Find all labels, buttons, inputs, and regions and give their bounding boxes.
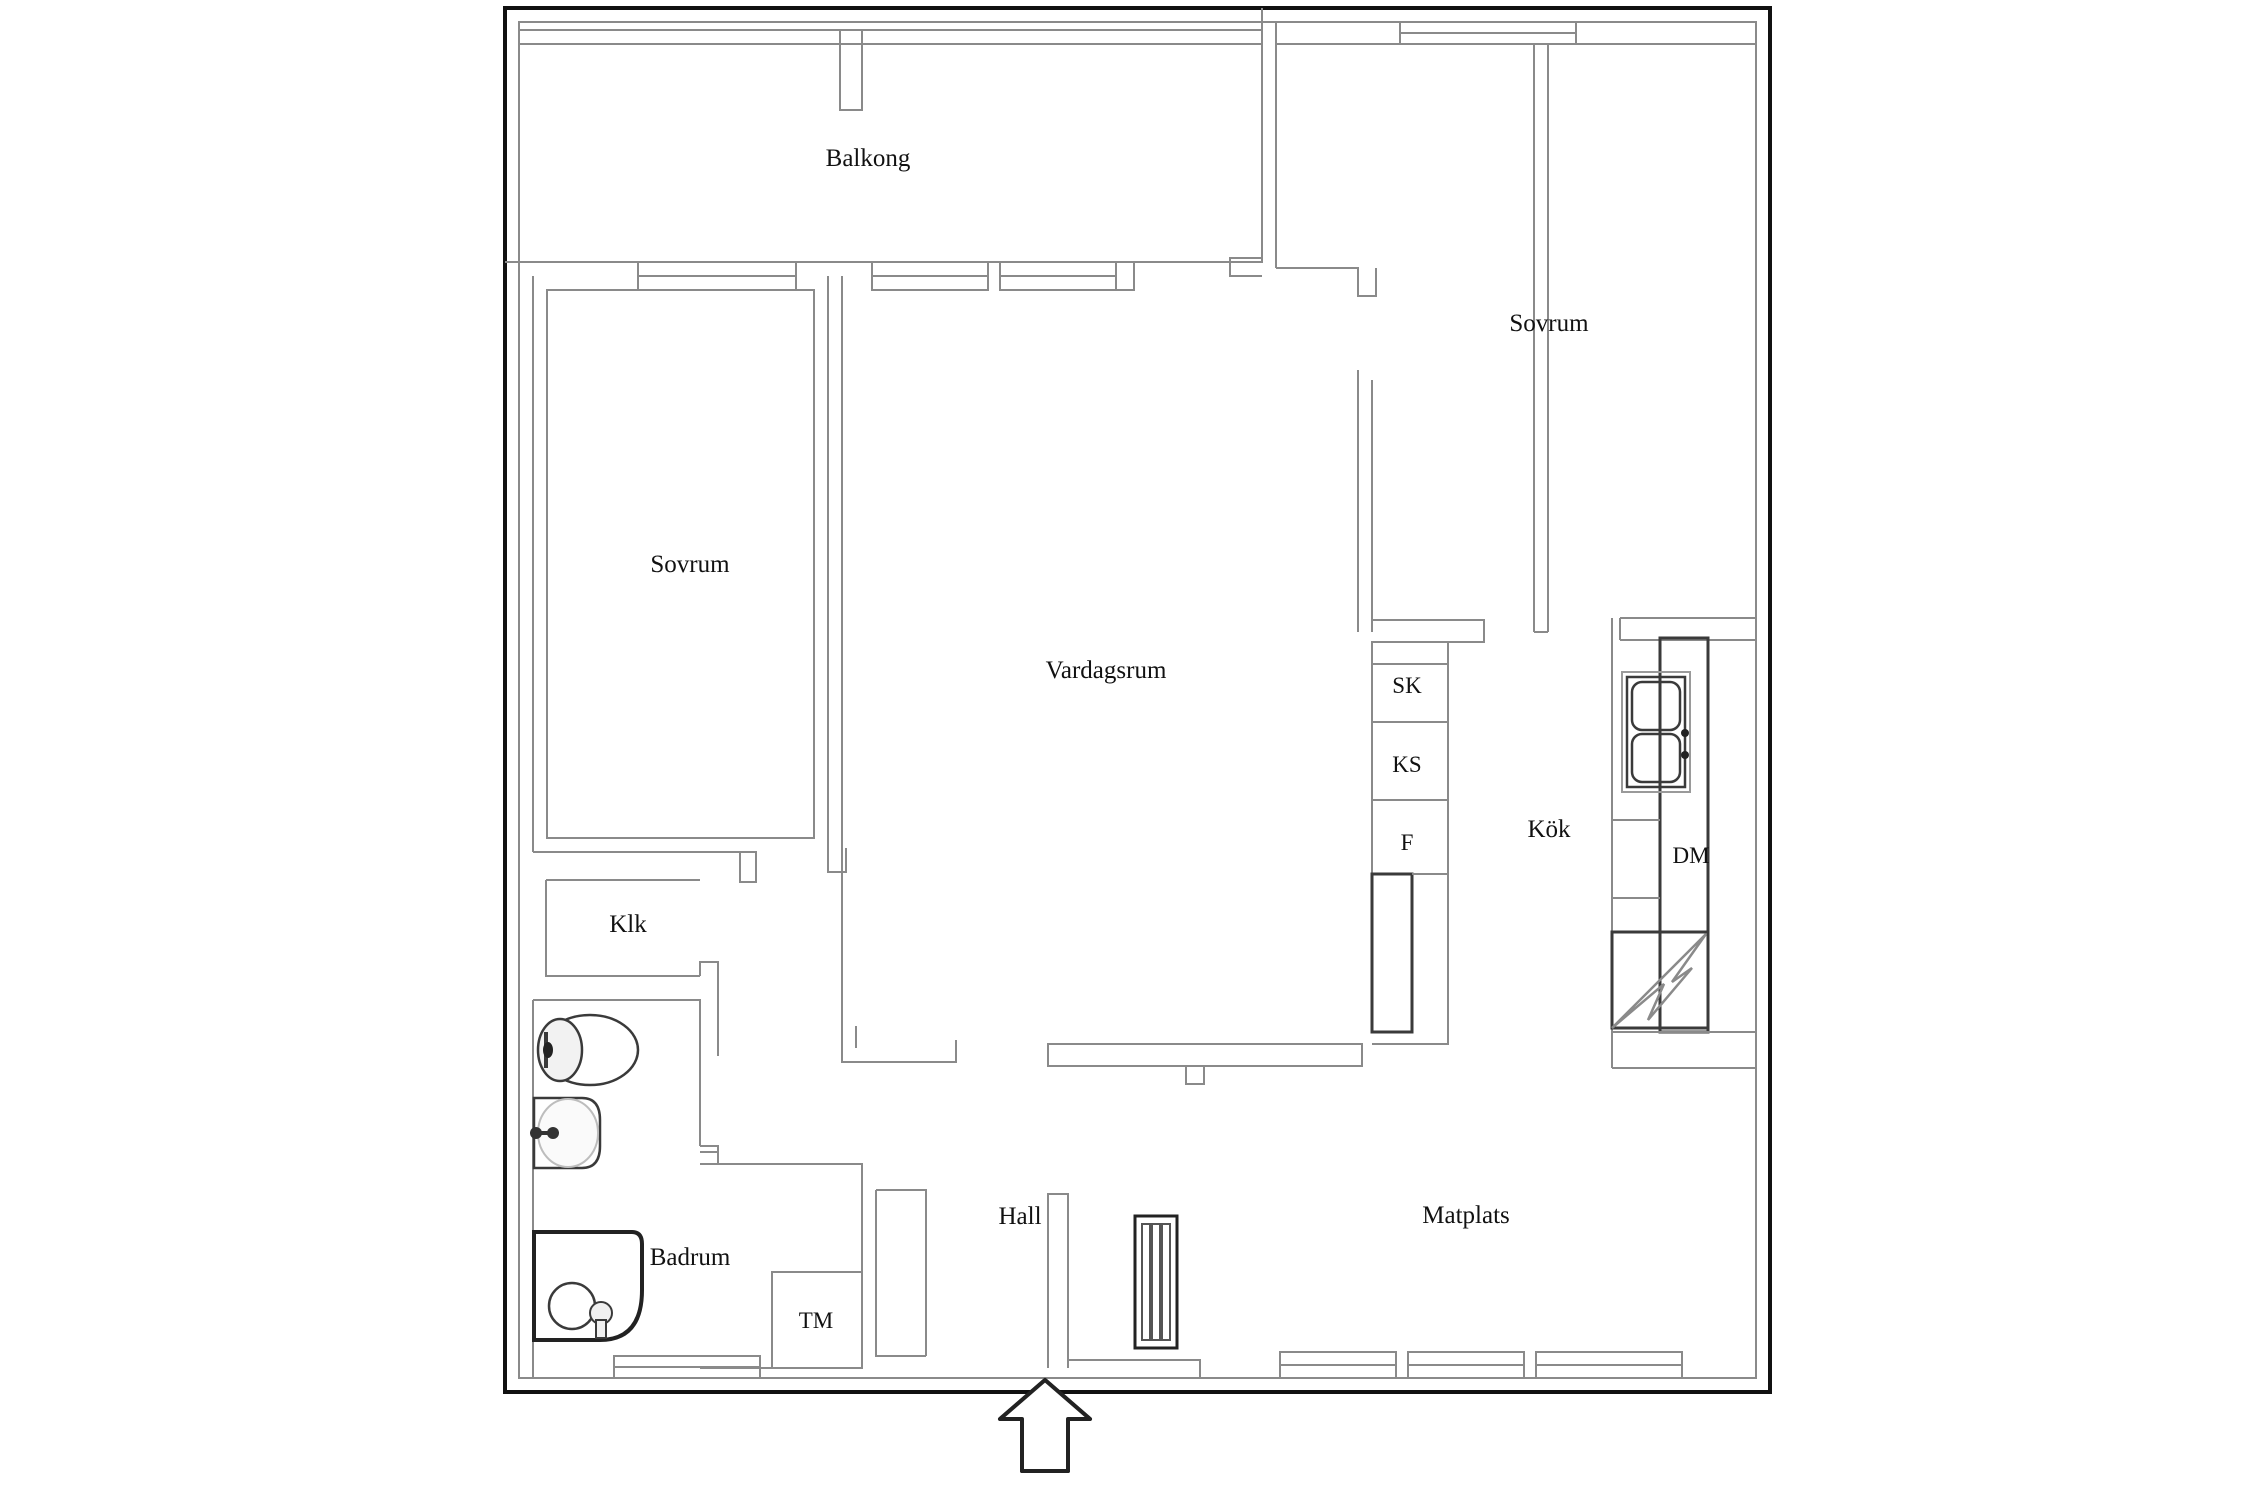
- room-label-balkong: Balkong: [826, 145, 911, 172]
- shower-head-icon: [589, 1301, 613, 1339]
- room-label-klk: Klk: [609, 911, 647, 938]
- fixture-label-sk: SK: [1392, 673, 1422, 698]
- kitchen-cabinet-stack: [1371, 619, 1485, 875]
- room-label-hall: Hall: [998, 1203, 1041, 1230]
- south-window-1: [1279, 1351, 1397, 1379]
- sovrum-right-door-stub: [1619, 617, 1756, 641]
- sovrum-left-interior-face: [546, 289, 815, 839]
- sovrum-right-interior-wall: [1533, 44, 1549, 633]
- kitchen-sink-icon: [1621, 671, 1691, 793]
- south-window-3: [1535, 1351, 1683, 1379]
- fixture-label-tm: TM: [799, 1308, 834, 1333]
- room-label-vardagsrum: Vardagsrum: [1046, 657, 1167, 684]
- room-label-sovrum-right: Sovrum: [1509, 310, 1589, 337]
- fixture-labels: SK KS F DM TM: [799, 673, 1710, 1333]
- washbasin-icon: [530, 1096, 602, 1170]
- hall-entry-wall: [1047, 1193, 1201, 1378]
- exterior-walls: [503, 6, 1772, 1394]
- fixture-label-dm: DM: [1672, 843, 1709, 868]
- vardagsrum-walls: [841, 370, 1373, 1085]
- sovrum-left-door-jog: [827, 848, 847, 873]
- north-wall-stub: [1115, 262, 1135, 291]
- room-labels: Balkong Sovrum Sovrum Vardagsrum Kök Klk…: [609, 145, 1589, 1271]
- sovrum-right-north-window: [1399, 21, 1577, 45]
- stove-icon: [1610, 930, 1710, 1030]
- kitchen-cabinet-lower-outline: [1372, 873, 1449, 1045]
- sovrum-left-walls: [532, 276, 843, 1040]
- radiator-icon: [1133, 1214, 1179, 1350]
- balcony-door-right: [999, 261, 1117, 291]
- hall-walls: [700, 1151, 927, 1369]
- room-label-badrum: Badrum: [650, 1244, 731, 1271]
- fixture-label-ks: KS: [1392, 752, 1421, 777]
- up-arrow-icon: [998, 1378, 1092, 1473]
- balcony-door-left: [637, 261, 797, 291]
- bedroom-balcony-jog: [1229, 257, 1377, 297]
- exterior-wall-inner-face: [518, 21, 1757, 1379]
- shower-icon: [532, 1230, 644, 1342]
- klk-walls: [533, 851, 757, 1056]
- kitchen-tall-cabinet: [1370, 872, 1414, 1034]
- south-window-hall: [613, 1355, 761, 1379]
- balcony-railing: [519, 22, 1263, 45]
- balcony-door-mid: [871, 261, 989, 291]
- south-window-2: [1407, 1351, 1525, 1379]
- balcony-divider: [839, 30, 863, 111]
- room-label-matplats: Matplats: [1422, 1202, 1510, 1229]
- room-label-sovrum-left: Sovrum: [650, 551, 730, 578]
- room-label-kok: Kök: [1527, 816, 1571, 843]
- fixture-label-f: F: [1401, 830, 1414, 855]
- toilet-icon: [532, 1013, 640, 1087]
- sovrum-right-walls: [1261, 8, 1756, 268]
